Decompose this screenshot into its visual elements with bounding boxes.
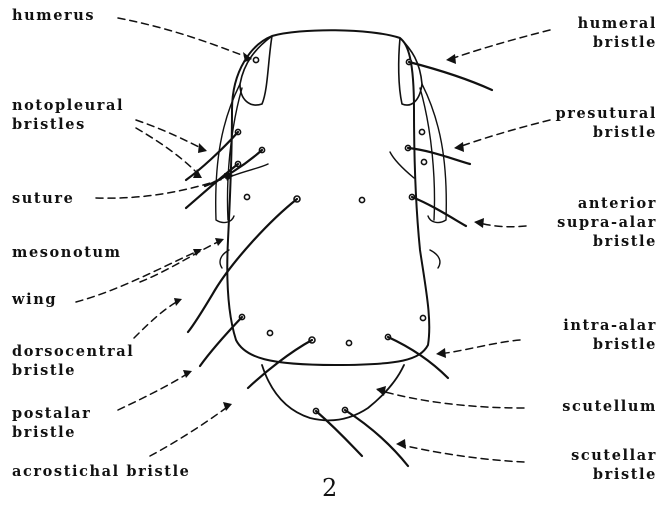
label-scutellar-bristle: scutellar bristle [571, 446, 657, 484]
label-notopleural-line1: notopleural [12, 96, 124, 115]
label-presutural-line1: presutural [556, 104, 658, 123]
label-humerus-text: humerus [12, 6, 95, 25]
label-scutellum-text: scutellum [562, 397, 657, 416]
label-intra-alar-line2: bristle [563, 335, 657, 354]
label-presutural-bristle: presutural bristle [556, 104, 658, 142]
label-notopleural-line2: bristles [12, 115, 124, 134]
arrowhead-postalar [183, 370, 192, 378]
socket-dorsocentral-right [359, 197, 364, 202]
arrowhead-humeral-right [446, 54, 456, 64]
label-humeral-bristle: humeral bristle [578, 14, 657, 52]
label-mesonotum-text: mesonotum [12, 243, 122, 262]
socket-posterior-3 [346, 340, 351, 345]
bristle-supraalar-right [412, 197, 466, 226]
leader-dorsocentral [134, 300, 180, 338]
label-postalar-line2: bristle [12, 423, 91, 442]
label-dorsocentral-line2: bristle [12, 361, 134, 380]
label-suture: suture [12, 189, 74, 208]
label-anterior-supra-alar-bristle: anterior supra-alar bristle [557, 194, 657, 251]
arrowhead-scutellum [376, 386, 386, 396]
leader-presutural [456, 120, 550, 148]
label-wing: wing [12, 290, 57, 309]
leader-acrostichal [150, 405, 230, 456]
label-mesonotum: mesonotum [12, 243, 122, 262]
label-presutural-line2: bristle [556, 123, 658, 142]
right-wing-base [430, 250, 440, 268]
label-dorsocentral-line1: dorsocentral [12, 342, 134, 361]
label-humerus: humerus [12, 6, 95, 25]
socket-notopleural-right-1 [419, 129, 424, 134]
leader-mesonotum [140, 240, 222, 282]
socket-supraalar-left [244, 194, 249, 199]
leader-notopleural-b [136, 128, 200, 176]
leader-humeral-right [448, 30, 550, 60]
right-suture [390, 152, 414, 178]
socket-notopleural-right-2 [421, 159, 426, 164]
arrowhead-intraalar [436, 348, 446, 358]
label-humeral-line2: bristle [578, 33, 657, 52]
arrowhead-notopleural-a [198, 143, 207, 153]
arrowhead-presutural [454, 142, 464, 152]
label-scutellum: scutellum [562, 397, 657, 416]
arrowhead-dorsocentral [174, 298, 182, 306]
arrowhead-scutellar [396, 439, 406, 449]
label-intra-alar-bristle: intra-alar bristle [563, 316, 657, 354]
socket-humeral-left [253, 57, 258, 62]
bristle-scutellar-right [345, 410, 408, 466]
label-scutellar-line2: bristle [571, 465, 657, 484]
label-suture-text: suture [12, 189, 74, 208]
arrowhead-supraalar [474, 218, 484, 228]
label-acrostichal-text: acrostichal bristle [12, 462, 191, 481]
label-postalar-bristle: postalar bristle [12, 404, 91, 442]
label-anterior-line3: bristle [557, 232, 657, 251]
label-postalar-line1: postalar [12, 404, 91, 423]
label-intra-alar-line1: intra-alar [563, 316, 657, 335]
socket-posterior-1 [267, 330, 272, 335]
bristle-wing [188, 199, 297, 332]
label-notopleural-bristles: notopleural bristles [12, 96, 124, 134]
leader-scutellar [398, 444, 524, 462]
leader-scutellum [378, 390, 524, 408]
label-acrostichal-bristle: acrostichal bristle [12, 462, 191, 481]
leader-humerus [118, 18, 250, 58]
label-humeral-line1: humeral [578, 14, 657, 33]
label-wing-text: wing [12, 290, 57, 309]
socket-postalar-right [420, 315, 425, 320]
figure-number: 2 [322, 474, 337, 502]
arrowhead-suture [224, 173, 234, 181]
label-scutellar-line1: scutellar [571, 446, 657, 465]
bristle-intraalar-right [388, 337, 448, 378]
label-dorsocentral-bristle: dorsocentral bristle [12, 342, 134, 380]
right-humerus-lobe [399, 38, 422, 105]
label-anterior-line2: supra-alar [557, 213, 657, 232]
leader-intraalar [438, 340, 520, 354]
label-anterior-line1: anterior [557, 194, 657, 213]
